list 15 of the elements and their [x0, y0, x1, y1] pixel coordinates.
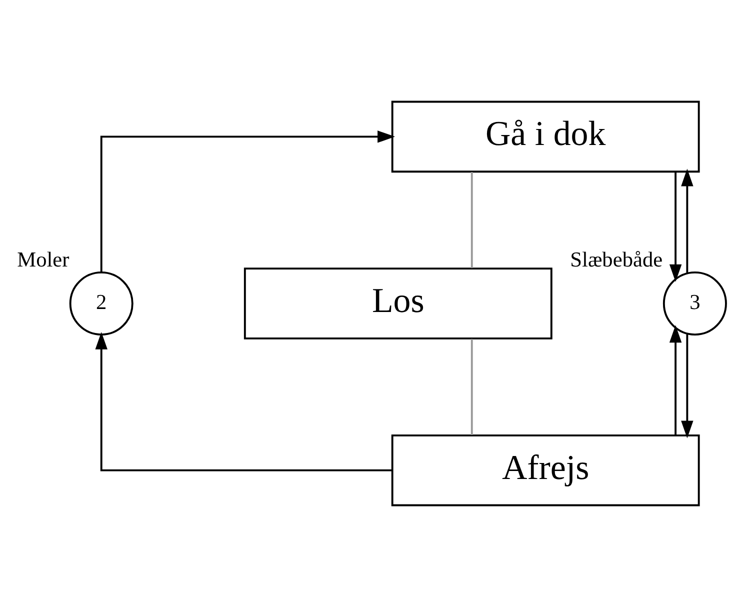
connector [470, 172, 473, 268]
node-label: Slæbebåde [570, 247, 663, 272]
arrow [669, 325, 682, 435]
node-circle: 2 [69, 272, 134, 336]
arrow [95, 332, 392, 472]
node-box: Los [244, 268, 552, 340]
arrow [100, 130, 396, 272]
node-box: Afrejs [391, 434, 700, 506]
arrow [669, 172, 682, 282]
node-circle: 3 [662, 272, 727, 336]
node-label: Moler [17, 247, 70, 272]
arrow [681, 168, 694, 273]
node-box: Gå i dok [391, 100, 700, 173]
arrow [681, 334, 694, 438]
connector [470, 338, 473, 435]
